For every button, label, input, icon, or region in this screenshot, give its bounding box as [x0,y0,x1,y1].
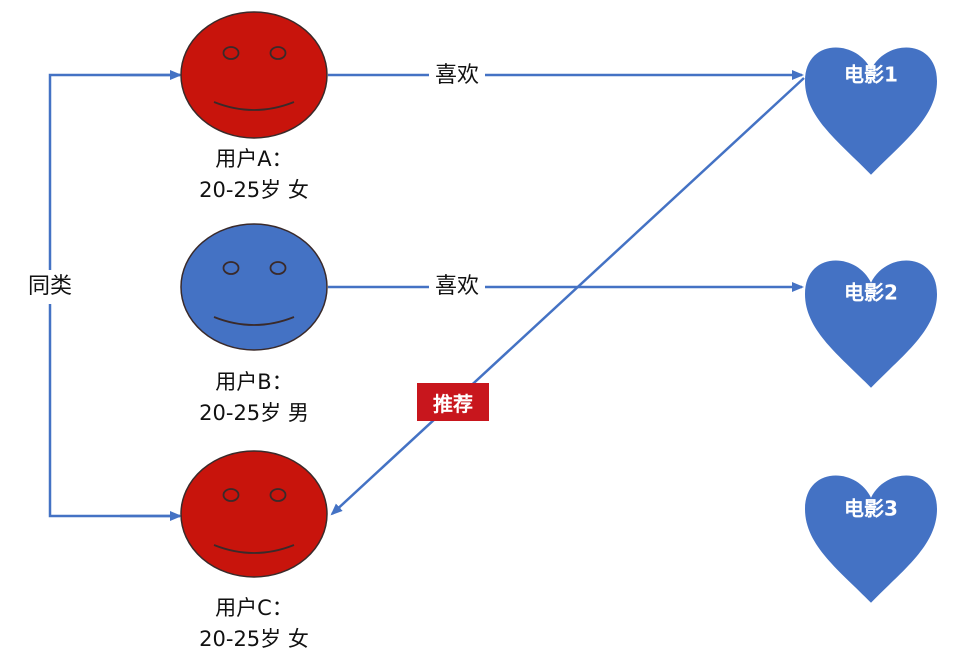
user-a-face-icon [180,11,328,139]
like-label-b: 喜欢 [428,274,486,300]
movie-2-label: 电影2 [844,280,898,305]
movie-1-label: 电影1 [844,62,898,87]
user-c-caption: 用户C： 20-25岁 女 [199,593,309,655]
similar-label: 同类 [25,270,75,304]
user-c-face-icon [180,450,328,578]
user-a-caption: 用户A： 20-25岁 女 [199,144,309,206]
user-b-face-icon [180,223,328,351]
user-c-profile: 20-25岁 女 [199,627,309,651]
user-b-name: 用户B： [215,370,293,394]
user-b-caption: 用户B： 20-25岁 男 [199,367,309,429]
movie-3-label: 电影3 [844,496,898,521]
user-a-name: 用户A： [215,147,293,171]
recommend-arrow-movie1-to-c [330,77,805,516]
recommend-badge: 推荐 [417,383,489,421]
like-label-a: 喜欢 [428,63,486,89]
user-b-profile: 20-25岁 男 [199,401,309,425]
user-a-profile: 20-25岁 女 [199,178,309,202]
user-c-name: 用户C： [215,596,293,620]
